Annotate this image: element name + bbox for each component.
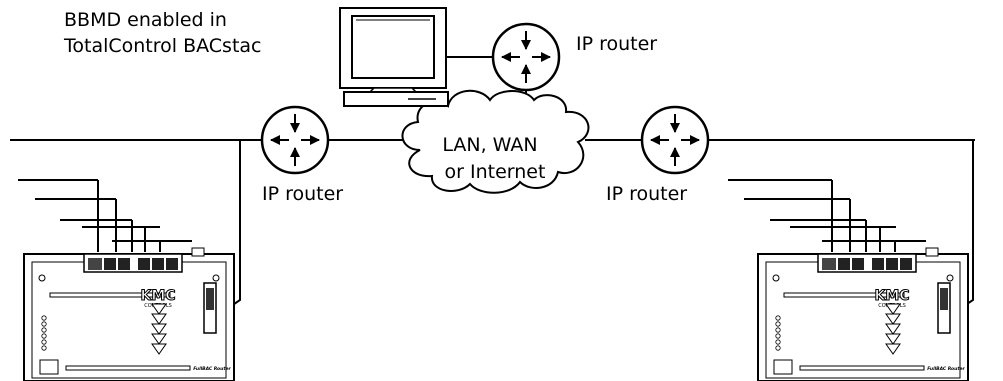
- kmc-logo: KMC: [140, 288, 175, 304]
- left-bus-lines: [18, 179, 192, 252]
- cloud-label-line1: LAN, WAN: [442, 134, 537, 156]
- bbmd-label-line2: TotalControl BACstac: [63, 35, 262, 57]
- router-right: [642, 107, 708, 173]
- router-left-label: IP router: [262, 183, 343, 205]
- ip-router-icon: [262, 107, 328, 173]
- left-router-device: KMC CONTROLS FullBAC Router: [23, 247, 235, 381]
- ip-router-icon: [642, 107, 708, 173]
- router-top: [493, 24, 559, 90]
- device-product-label: FullBAC Router: [927, 366, 965, 372]
- ip-router-icon: [493, 24, 559, 90]
- backbone-lines: [10, 56, 975, 319]
- network-cloud-icon: LAN, WAN or Internet: [401, 90, 590, 194]
- cloud-label-line2: or Internet: [445, 161, 546, 183]
- router-right-label: IP router: [606, 183, 687, 205]
- router-left: [262, 107, 328, 173]
- kmc-logo: KMC: [874, 288, 909, 304]
- desktop-computer-icon: [339, 7, 449, 107]
- router-top-label: IP router: [576, 33, 657, 55]
- right-router-device: KMC CONTROLS FullBAC Router: [757, 247, 969, 381]
- bbmd-label-line1: BBMD enabled in: [64, 9, 227, 31]
- device-product-label: FullBAC Router: [193, 366, 231, 372]
- right-bus-lines: [728, 179, 926, 252]
